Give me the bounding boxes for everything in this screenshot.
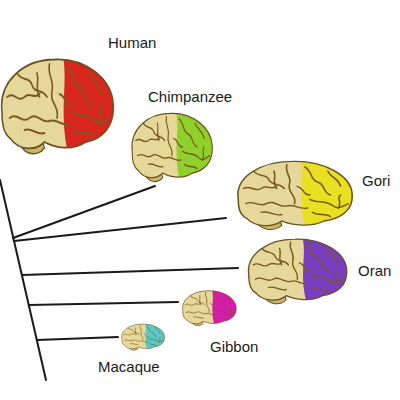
species-label: Macaque	[98, 358, 160, 376]
tree-branch	[37, 337, 118, 340]
tree-branch	[29, 302, 178, 305]
macaque-brain	[122, 322, 166, 352]
species-label: Gibbon	[210, 338, 258, 356]
species-label: Gori	[362, 172, 390, 190]
species-label: Oran	[358, 262, 391, 280]
species-label: Chimpanzee	[148, 88, 232, 106]
species-label: Human	[108, 34, 156, 52]
orangutan-brain	[248, 234, 350, 308]
human-brain	[2, 52, 117, 160]
chimpanzee-brain	[132, 108, 215, 186]
gorilla-brain	[238, 156, 356, 234]
tree-branch	[22, 268, 238, 275]
gibbon-brain	[183, 288, 238, 328]
tree-branch	[14, 218, 226, 241]
phylogenetic-tree	[0, 180, 238, 380]
tree-branch	[13, 186, 155, 238]
tree-trunk	[0, 180, 46, 380]
